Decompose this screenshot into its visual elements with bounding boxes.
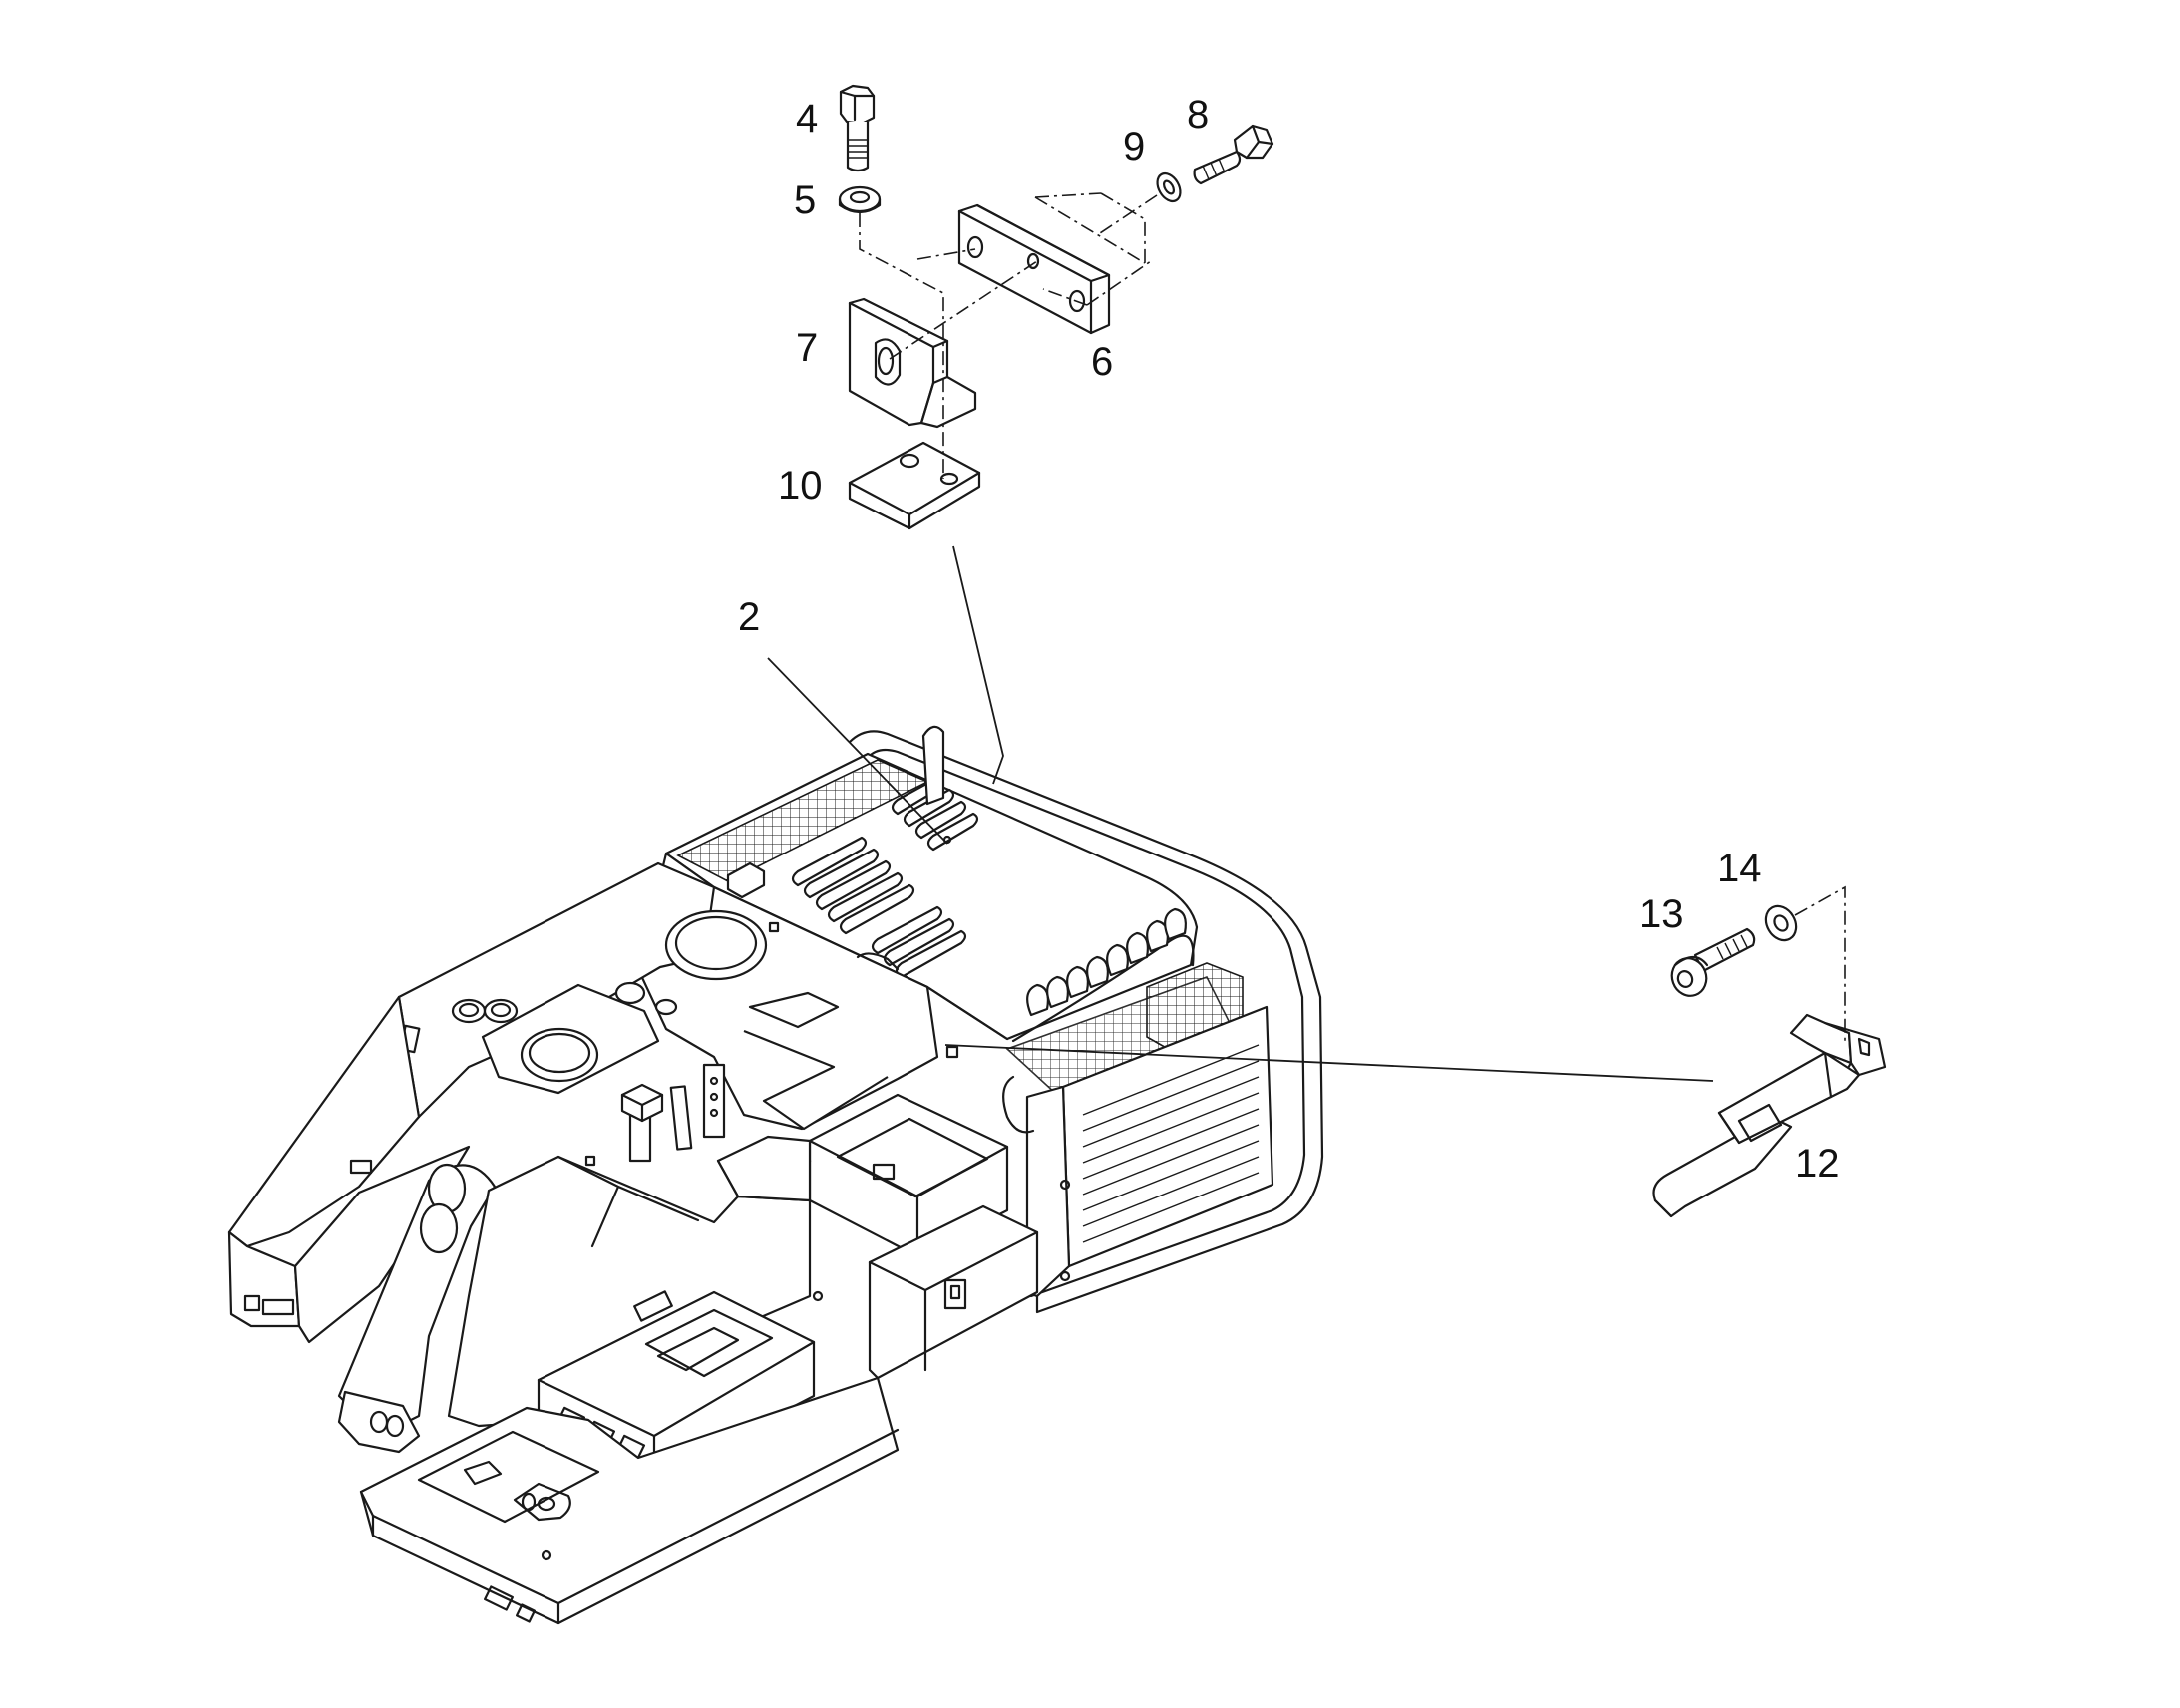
part-12-latch	[1652, 1013, 1887, 1218]
callout-5: 5	[794, 178, 816, 222]
side-louvers	[1082, 1044, 1260, 1243]
end-vent-louvers	[1011, 907, 1195, 1043]
part-9-washer	[1156, 171, 1182, 203]
callout-10: 10	[778, 464, 823, 508]
callout-8: 8	[1187, 93, 1209, 137]
part-8-bolt	[1193, 124, 1274, 185]
callout-13: 13	[1639, 892, 1684, 936]
callout-4: 4	[796, 97, 818, 141]
part-14-washer	[1764, 904, 1798, 942]
part-10-shim-plate	[848, 441, 981, 530]
part-6-bracket-plate	[957, 203, 1111, 335]
assembly-centerlines-top	[859, 192, 1158, 479]
leader-lines	[767, 545, 1714, 1082]
machine-body-assembly	[227, 725, 1324, 1625]
callout-14: 14	[1717, 847, 1762, 890]
callout-12: 12	[1795, 1142, 1840, 1186]
callout-6: 6	[1091, 340, 1113, 384]
top-vent-slots	[791, 776, 979, 979]
assembly-centerlines-right	[1794, 885, 1846, 1043]
callout-7: 7	[796, 326, 818, 370]
part-13-screw	[1670, 927, 1756, 997]
callout-2: 2	[738, 595, 760, 639]
part-7-angle-bracket	[848, 297, 977, 429]
callout-9: 9	[1123, 125, 1145, 169]
part-4-bolt	[839, 84, 876, 172]
callout-labels: 2 4 5 6 7 8 9 10 12 13 14	[738, 93, 1840, 1186]
part-5-washer	[838, 185, 882, 214]
